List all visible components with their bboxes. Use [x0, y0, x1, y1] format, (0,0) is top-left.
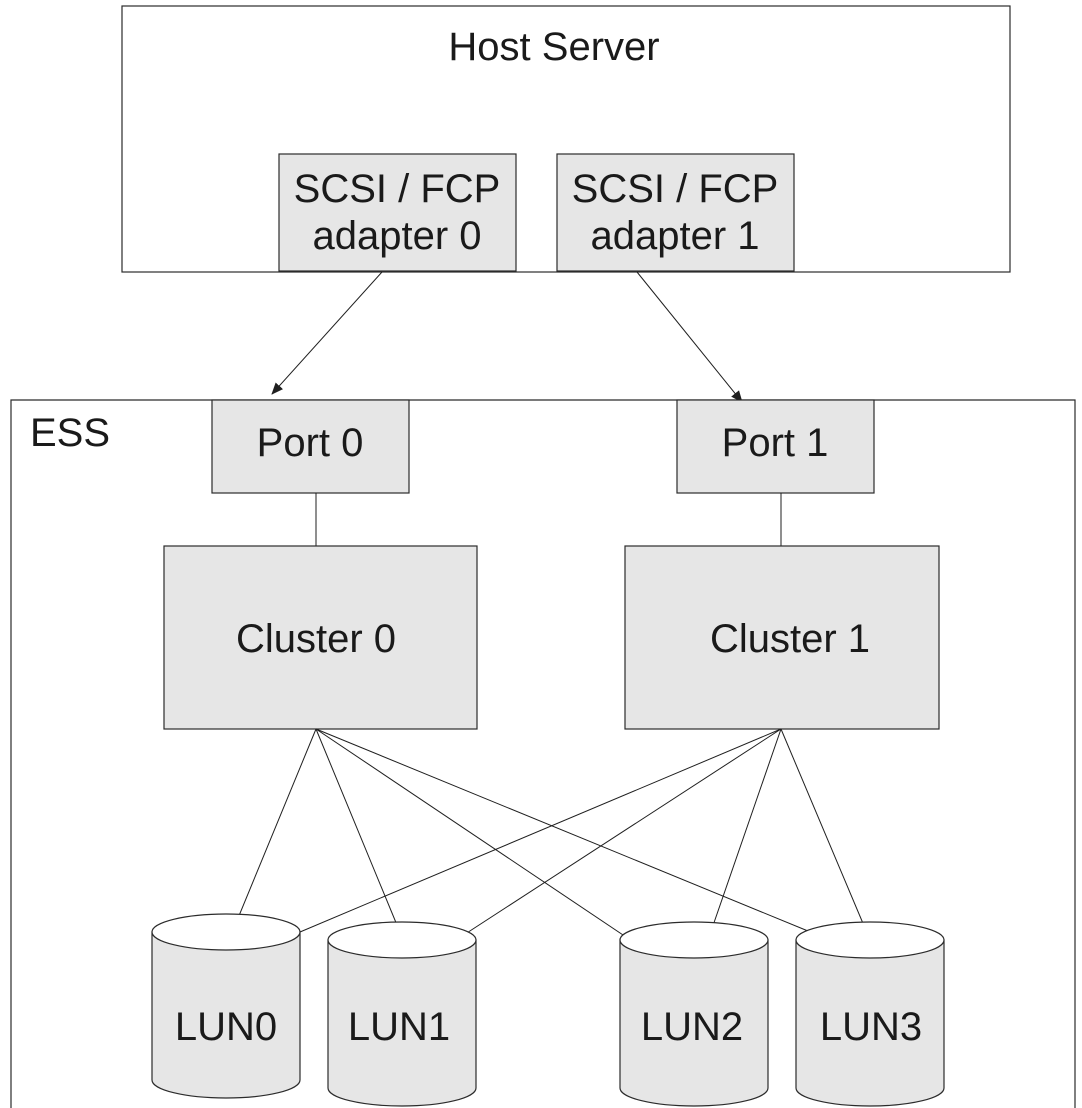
port-0: Port 0	[211, 399, 410, 494]
lun2-cylinder-body	[619, 939, 769, 1107]
cluster-0: Cluster 0	[163, 545, 478, 730]
lun1-label: LUN1	[348, 1005, 450, 1049]
link-adapter-1-to-port-1	[636, 271, 743, 403]
lun0-label: LUN0	[175, 1005, 277, 1049]
adapter-1-box	[556, 153, 795, 272]
adapter-1-label-line2: adapter 1	[590, 214, 759, 258]
cluster-1-label: Cluster 1	[710, 617, 870, 661]
lun3-cylinder-top	[795, 921, 945, 959]
ess-frame	[10, 399, 1076, 1108]
port-1: Port 1	[676, 399, 875, 494]
lun1-disk: LUN1	[327, 921, 477, 1107]
cluster-1: Cluster 1	[624, 545, 940, 730]
cluster-0-label: Cluster 0	[236, 617, 396, 661]
lun3-disk: LUN3	[795, 921, 945, 1107]
ess-enclosure: ESS	[10, 399, 1076, 1108]
link-cluster-1-to-lun1	[455, 728, 782, 941]
lun2-cylinder-top	[619, 921, 769, 959]
lun1-cylinder-top	[327, 921, 477, 959]
adapter-0-label-line1: SCSI / FCP	[294, 167, 501, 211]
ess-title: ESS	[30, 411, 110, 455]
link-adapter-0-to-port-0	[271, 271, 383, 395]
lun2-disk: LUN2	[619, 921, 769, 1107]
adapter-0-box	[278, 153, 517, 272]
link-cluster-0-to-lun3	[315, 728, 809, 932]
port-0-box	[211, 399, 410, 494]
adapter-0-label-line2: adapter 0	[312, 214, 481, 258]
cluster-1-box	[624, 545, 940, 730]
link-cluster-1-to-lun0	[299, 728, 782, 933]
port-0-label: Port 0	[257, 421, 364, 465]
host-server-title: Host Server	[448, 25, 659, 69]
lun3-label: LUN3	[820, 1005, 922, 1049]
lun2-label: LUN2	[641, 1005, 743, 1049]
adapter-1-label-line1: SCSI / FCP	[572, 167, 779, 211]
port-1-label: Port 1	[722, 421, 829, 465]
lun0-cylinder-body	[151, 931, 301, 1099]
link-cluster-1-to-lun2	[707, 728, 782, 941]
link-cluster-0-to-lun1	[315, 728, 405, 943]
link-cluster-0-to-lun0	[228, 728, 317, 941]
cluster-0-box	[163, 545, 478, 730]
port-1-box	[676, 399, 875, 494]
lun0-cylinder-top	[151, 913, 301, 951]
link-cluster-0-to-lun2	[315, 728, 633, 942]
adapter-0: SCSI / FCP adapter 0	[278, 153, 517, 272]
link-cluster-1-to-lun3	[780, 728, 871, 941]
adapter-1: SCSI / FCP adapter 1	[556, 153, 795, 272]
lun1-cylinder-body	[327, 939, 477, 1107]
lun3-cylinder-body	[795, 939, 945, 1107]
lun0-disk: LUN0	[151, 913, 301, 1099]
